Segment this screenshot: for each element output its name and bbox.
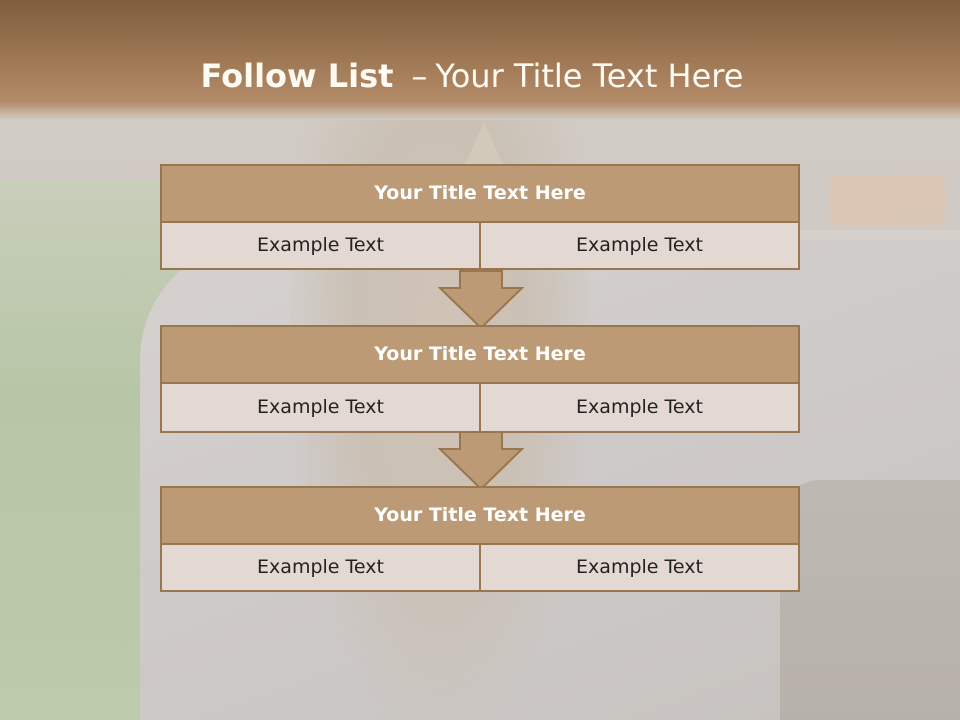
down-arrow-icon — [438, 270, 524, 330]
background-log-end — [780, 480, 960, 720]
list-block-1: Your Title Text Here Example Text Exampl… — [160, 164, 800, 270]
block-cell-left: Example Text — [162, 223, 479, 268]
block-cell-left: Example Text — [162, 545, 479, 590]
block-title: Your Title Text Here — [162, 488, 798, 543]
list-block-3: Your Title Text Here Example Text Exampl… — [160, 486, 800, 592]
block-cell-left: Example Text — [162, 384, 479, 431]
down-arrow-icon — [438, 431, 524, 491]
slide-title: Follow List–Your Title Text Here — [0, 56, 944, 96]
background-object — [830, 175, 945, 225]
background-cat-ear — [462, 122, 506, 172]
slide-title-bold: Follow List — [200, 57, 394, 95]
block-cell-right: Example Text — [481, 384, 798, 431]
list-block-2: Your Title Text Here Example Text Exampl… — [160, 325, 800, 433]
block-cell-right: Example Text — [481, 545, 798, 590]
slide-title-rest: Your Title Text Here — [435, 57, 744, 95]
slide-title-dash: – — [411, 57, 428, 95]
block-title: Your Title Text Here — [162, 166, 798, 221]
block-title: Your Title Text Here — [162, 327, 798, 382]
header-band — [0, 0, 960, 120]
block-cell-right: Example Text — [481, 223, 798, 268]
